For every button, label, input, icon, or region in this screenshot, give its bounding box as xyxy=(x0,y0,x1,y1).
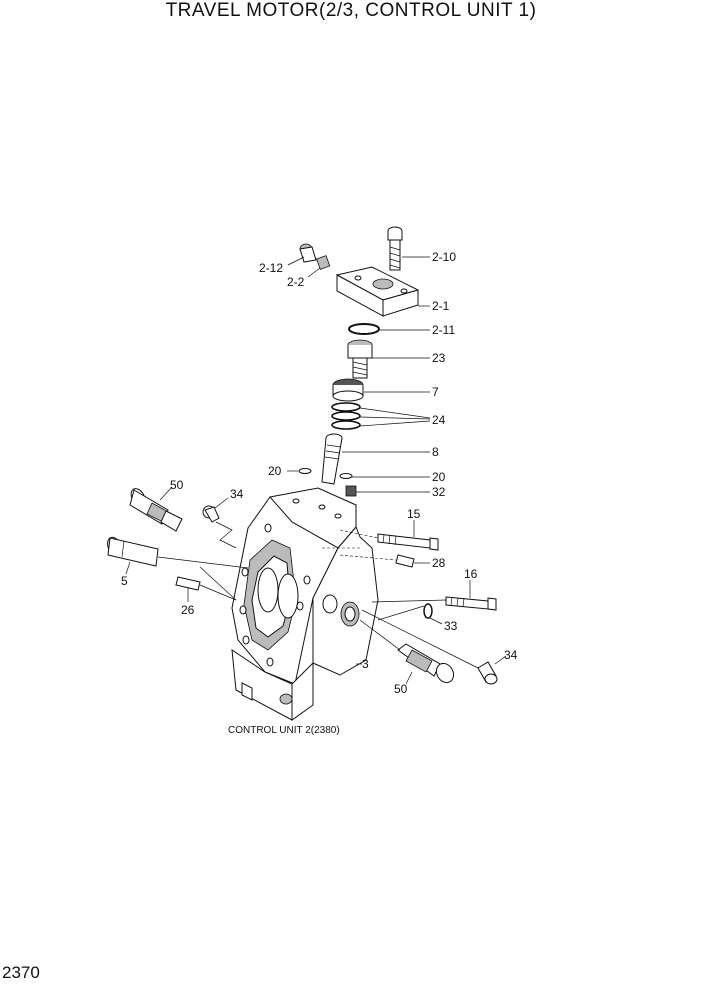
part-3-housing xyxy=(231,487,379,721)
callout-5: 5 xyxy=(121,574,128,588)
callout-33: 33 xyxy=(444,619,458,633)
callout-23: 23 xyxy=(432,351,446,365)
part-16-bolt xyxy=(445,596,497,611)
page-title: TRAVEL MOTOR(2/3, CONTROL UNIT 1) xyxy=(165,0,537,21)
part-2-10-cap-screw xyxy=(387,226,403,271)
part-2-11-o-ring xyxy=(348,323,380,335)
callout-34-lower: 34 xyxy=(504,648,518,662)
callout-20-right: 20 xyxy=(432,470,446,484)
part-28-pin xyxy=(395,554,415,568)
part-15-bolt xyxy=(377,533,439,551)
part-24-rings xyxy=(331,402,361,430)
part-2-2-plug xyxy=(316,255,331,270)
page-number: 2370 xyxy=(2,963,40,982)
part-26-pin xyxy=(175,576,201,591)
part-20-pins xyxy=(298,468,353,479)
part-2-12-plug xyxy=(299,243,317,263)
callout-2-10: 2-10 xyxy=(432,250,456,264)
callout-16: 16 xyxy=(464,567,478,581)
callout-2-11: 2-11 xyxy=(432,323,455,337)
part-7-sleeve xyxy=(332,378,364,402)
part-8-spool xyxy=(321,433,343,485)
part-5-plug xyxy=(107,536,159,567)
callout-3: 3 xyxy=(362,657,369,671)
callout-24: 24 xyxy=(432,413,446,427)
callout-15: 15 xyxy=(407,507,421,521)
part-32-plug xyxy=(345,485,357,497)
part-34-plug-lower xyxy=(477,661,498,685)
reference-note: CONTROL UNIT 2(2380) xyxy=(228,725,340,736)
callout-28: 28 xyxy=(432,556,446,570)
part-2-1-cover xyxy=(335,266,420,317)
callout-7: 7 xyxy=(432,385,439,399)
part-23-plug xyxy=(347,339,373,379)
callout-32: 32 xyxy=(432,485,446,499)
callout-50-lower: 50 xyxy=(394,682,408,696)
callout-50-upper: 50 xyxy=(170,478,184,492)
callout-2-12: 2-12 xyxy=(259,261,283,275)
part-50-check-valve-lower xyxy=(397,643,455,684)
callout-20-left: 20 xyxy=(268,464,282,478)
callout-2-2: 2-2 xyxy=(287,275,305,289)
callout-34-upper: 34 xyxy=(230,487,244,501)
callout-26: 26 xyxy=(181,603,195,617)
part-50-check-valve-upper xyxy=(129,488,183,532)
callout-2-1: 2-1 xyxy=(432,299,450,313)
callout-8: 8 xyxy=(432,445,439,459)
part-33-ring xyxy=(423,603,433,619)
part-34-plug-upper xyxy=(202,505,220,523)
